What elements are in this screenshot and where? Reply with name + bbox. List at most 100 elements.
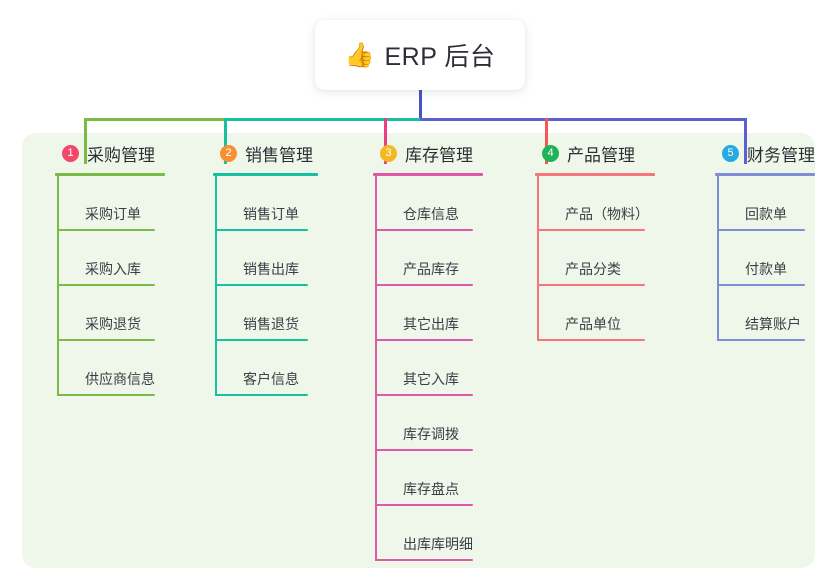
leaf-item[interactable]: 库存盘点 xyxy=(375,451,508,506)
leaf-rule xyxy=(537,284,645,286)
connector-trunk-root xyxy=(419,90,422,120)
leaf-rule xyxy=(375,504,473,506)
leaf-item[interactable]: 回款单 xyxy=(717,176,839,231)
column-4: 4 产品管理产品（物料） 产品分类产品单位 xyxy=(520,140,680,341)
column-5: 5 财务管理回款单付款单结算账户 xyxy=(700,140,839,341)
leaf-label: 采购退货 xyxy=(85,316,141,332)
column-items-5: 回款单付款单结算账户 xyxy=(717,176,839,341)
connector-drop-1 xyxy=(84,118,87,164)
leaf-rule xyxy=(717,229,805,231)
leaf-item[interactable]: 销售订单 xyxy=(215,176,343,231)
leaf-item[interactable]: 其它出库 xyxy=(375,286,508,341)
leaf-label: 付款单 xyxy=(745,261,787,277)
column-title-3: 库存管理 xyxy=(405,145,473,165)
leaf-label: 供应商信息 xyxy=(85,371,155,387)
column-items-3: 仓库信息产品库存其它出库其它入库库存调拨库存盘点出库库明细 xyxy=(375,176,508,561)
leaf-item[interactable]: 采购入库 xyxy=(57,231,190,286)
leaf-rule xyxy=(215,284,308,286)
leaf-label: 产品分类 xyxy=(565,261,621,277)
leaf-item[interactable]: 结算账户 xyxy=(717,286,839,341)
column-3: 3 库存管理仓库信息产品库存其它出库其它入库库存调拨库存盘点出库库明细 xyxy=(358,140,508,561)
column-badge-4: 4 xyxy=(542,144,559,162)
column-spine-3 xyxy=(375,176,377,561)
diagram-panel xyxy=(22,133,815,568)
leaf-item[interactable]: 销售出库 xyxy=(215,231,343,286)
column-badge-3: 3 xyxy=(380,144,397,162)
column-header-4[interactable]: 4 产品管理 xyxy=(520,140,680,166)
leaf-rule xyxy=(537,339,645,341)
column-spine-4 xyxy=(537,176,539,341)
leaf-rule xyxy=(375,449,473,451)
leaf-label: 仓库信息 xyxy=(403,206,459,222)
connector-drop-3 xyxy=(384,118,387,164)
leaf-item[interactable]: 供应商信息 xyxy=(57,341,190,396)
leaf-label: 产品（物料） xyxy=(565,206,649,222)
leaf-item[interactable]: 付款单 xyxy=(717,231,839,286)
leaf-label: 结算账户 xyxy=(745,316,801,332)
leaf-rule xyxy=(215,339,308,341)
column-badge-1: 1 xyxy=(62,144,79,162)
leaf-rule xyxy=(375,394,473,396)
leaf-rule xyxy=(375,559,473,561)
root-node[interactable]: 👍 ERP 后台 xyxy=(315,20,525,90)
leaf-rule xyxy=(375,339,473,341)
column-badge-5: 5 xyxy=(722,144,739,162)
leaf-label: 回款单 xyxy=(745,206,787,222)
leaf-item[interactable]: 仓库信息 xyxy=(375,176,508,231)
leaf-label: 销售退货 xyxy=(243,316,299,332)
connector-bus-blue xyxy=(420,118,747,121)
leaf-rule xyxy=(57,394,155,396)
leaf-item[interactable]: 其它入库 xyxy=(375,341,508,396)
leaf-label: 采购订单 xyxy=(85,206,141,222)
leaf-rule xyxy=(57,229,155,231)
leaf-label: 库存调拨 xyxy=(403,426,459,442)
leaf-label: 其它出库 xyxy=(403,316,459,332)
leaf-rule xyxy=(215,394,308,396)
leaf-label: 采购入库 xyxy=(85,261,141,277)
connector-drop-5 xyxy=(744,118,747,164)
column-rule-4 xyxy=(535,173,655,176)
column-items-1: 采购订单采购入库采购退货供应商信息 xyxy=(57,176,190,396)
leaf-label: 客户信息 xyxy=(243,371,299,387)
leaf-item[interactable]: 出库库明细 xyxy=(375,506,508,561)
column-rule-1 xyxy=(55,173,165,176)
column-title-5: 财务管理 xyxy=(747,145,815,165)
leaf-item[interactable]: 销售退货 xyxy=(215,286,343,341)
column-rule-2 xyxy=(213,173,318,176)
leaf-item[interactable]: 库存调拨 xyxy=(375,396,508,451)
column-header-5[interactable]: 5 财务管理 xyxy=(700,140,839,166)
leaf-item[interactable]: 产品单位 xyxy=(537,286,680,341)
column-title-2: 销售管理 xyxy=(245,145,313,165)
leaf-rule xyxy=(537,229,645,231)
leaf-rule xyxy=(215,229,308,231)
leaf-label: 产品库存 xyxy=(403,261,459,277)
connector-bus-teal xyxy=(226,118,420,121)
column-title-4: 产品管理 xyxy=(567,145,635,165)
leaf-item[interactable]: 采购订单 xyxy=(57,176,190,231)
column-header-1[interactable]: 1 采购管理 xyxy=(40,140,190,166)
leaf-rule xyxy=(717,339,805,341)
leaf-label: 销售出库 xyxy=(243,261,299,277)
connector-bus-green xyxy=(84,118,226,121)
connector-drop-2 xyxy=(224,118,227,164)
leaf-rule xyxy=(375,229,473,231)
column-header-3[interactable]: 3 库存管理 xyxy=(358,140,508,166)
column-spine-5 xyxy=(717,176,719,341)
column-rule-3 xyxy=(373,173,483,176)
leaf-item[interactable]: 产品（物料） xyxy=(537,176,680,231)
leaf-item[interactable]: 产品分类 xyxy=(537,231,680,286)
leaf-item[interactable]: 采购退货 xyxy=(57,286,190,341)
column-title-1: 采购管理 xyxy=(87,145,155,165)
column-rule-5 xyxy=(715,173,815,176)
column-1: 1 采购管理采购订单采购入库采购退货供应商信息 xyxy=(40,140,190,396)
column-spine-1 xyxy=(57,176,59,396)
column-items-4: 产品（物料） 产品分类产品单位 xyxy=(537,176,680,341)
leaf-rule xyxy=(375,284,473,286)
leaf-item[interactable]: 客户信息 xyxy=(215,341,343,396)
leaf-label: 销售订单 xyxy=(243,206,299,222)
leaf-label: 产品单位 xyxy=(565,316,621,332)
leaf-item[interactable]: 产品库存 xyxy=(375,231,508,286)
column-spine-2 xyxy=(215,176,217,396)
